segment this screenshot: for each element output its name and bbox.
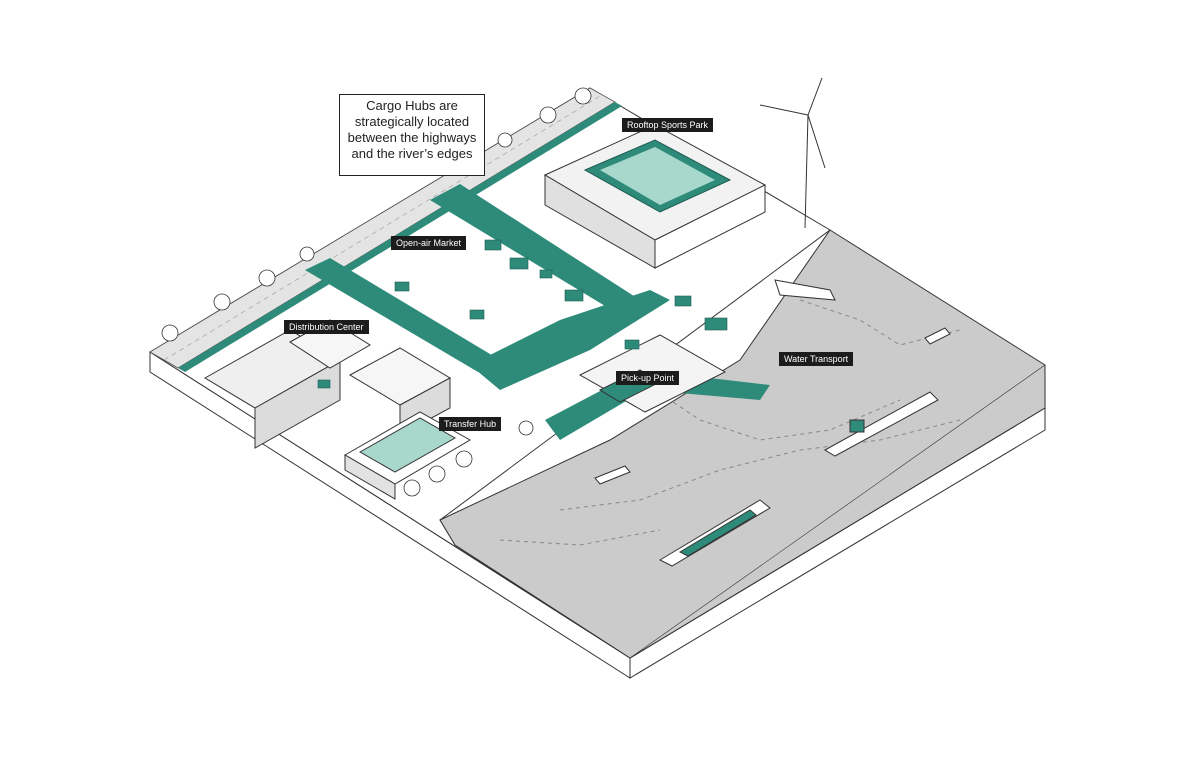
callout-line-3: between the highways (347, 130, 477, 145)
label-water-transport: Water Transport (779, 352, 854, 366)
green-corridor (305, 184, 770, 440)
callout-line-4: and the river’s edges (351, 146, 473, 161)
label-distribution-center: Distribution Center (284, 320, 369, 334)
label-rooftop-sports-park: Rooftop Sports Park (622, 118, 714, 132)
market-stalls (317, 239, 728, 389)
transfer-hub-building (343, 411, 472, 500)
rooftop-sports-park-building (543, 124, 767, 269)
wind-turbine (759, 77, 826, 229)
callout-line-2: strategically located (354, 114, 470, 129)
river-water (439, 229, 1046, 659)
cargo-hubs-callout: Cargo Hubs are strategically located bet… (339, 94, 485, 176)
boats (594, 279, 951, 567)
callout-line-1: Cargo Hubs are (366, 98, 458, 113)
label-transfer-hub: Transfer Hub (439, 417, 502, 431)
label-open-air-market: Open-air Market (391, 236, 467, 250)
trees (161, 87, 592, 497)
label-pick-up-point: Pick-up Point (616, 371, 680, 385)
